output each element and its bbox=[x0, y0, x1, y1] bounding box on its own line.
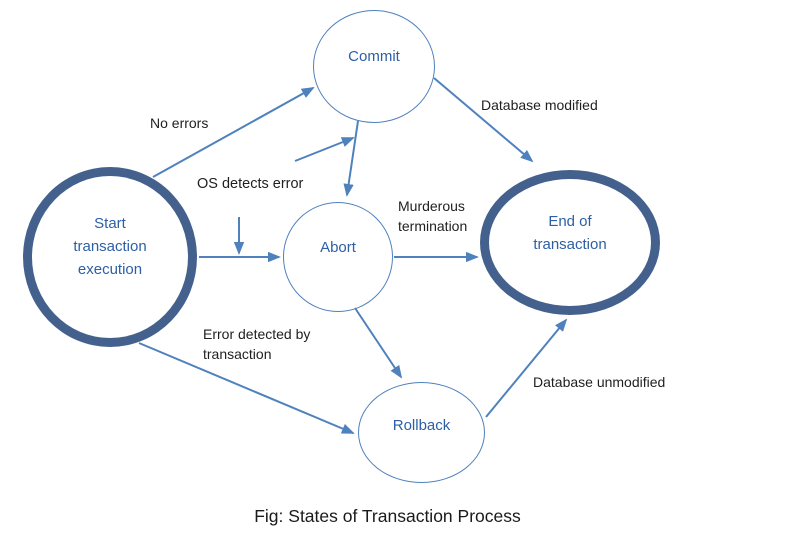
arrow-commit-to-end bbox=[433, 77, 534, 163]
label-murderous-line2: termination bbox=[398, 218, 468, 234]
label-error-detected-line2: transaction bbox=[203, 346, 272, 362]
label-no-errors: No errors bbox=[150, 115, 209, 131]
arrow-abort-to-rollback bbox=[354, 307, 403, 379]
arrow-commit-to-abort bbox=[343, 120, 359, 197]
node-commit-label: Commit bbox=[348, 45, 400, 68]
node-start-transaction: Start transaction execution bbox=[23, 167, 197, 347]
label-error-detected-line1: Error detected by bbox=[203, 326, 311, 342]
arrow-os-error-annotation-upper bbox=[294, 137, 355, 162]
label-os-detects-error: OS detects error bbox=[197, 176, 304, 192]
node-end-label-line1: End of bbox=[548, 212, 592, 230]
label-database-unmodified: Database unmodified bbox=[533, 374, 666, 390]
node-start-label-line2: transaction bbox=[73, 237, 147, 255]
node-rollback: Rollback bbox=[358, 382, 485, 483]
node-abort-label: Abort bbox=[320, 236, 356, 259]
figure-caption: Fig: States of Transaction Process bbox=[254, 506, 521, 526]
label-murderous-line1: Murderous bbox=[398, 198, 465, 214]
node-end-label: End of transaction bbox=[533, 210, 606, 256]
node-rollback-label-text: Rollback bbox=[392, 417, 451, 434]
node-abort-label-text: Abort bbox=[320, 238, 356, 256]
node-commit-label-text: Commit bbox=[348, 48, 400, 65]
node-end-transaction: End of transaction bbox=[480, 170, 660, 315]
label-database-modified: Database modified bbox=[481, 97, 598, 113]
node-start-label: Start transaction execution bbox=[73, 212, 146, 281]
arrow-rollback-to-end bbox=[485, 318, 568, 418]
node-start-label-line3: execution bbox=[77, 260, 143, 278]
node-end-label-line2: transaction bbox=[533, 235, 607, 253]
node-start-label-line1: Start bbox=[94, 214, 126, 232]
label-murderous-termination: Murderous termination bbox=[398, 196, 467, 236]
node-abort: Abort bbox=[283, 202, 393, 312]
label-error-detected-by-transaction: Error detected by transaction bbox=[203, 324, 310, 364]
node-commit: Commit bbox=[313, 10, 435, 123]
node-rollback-label: Rollback bbox=[393, 414, 451, 437]
